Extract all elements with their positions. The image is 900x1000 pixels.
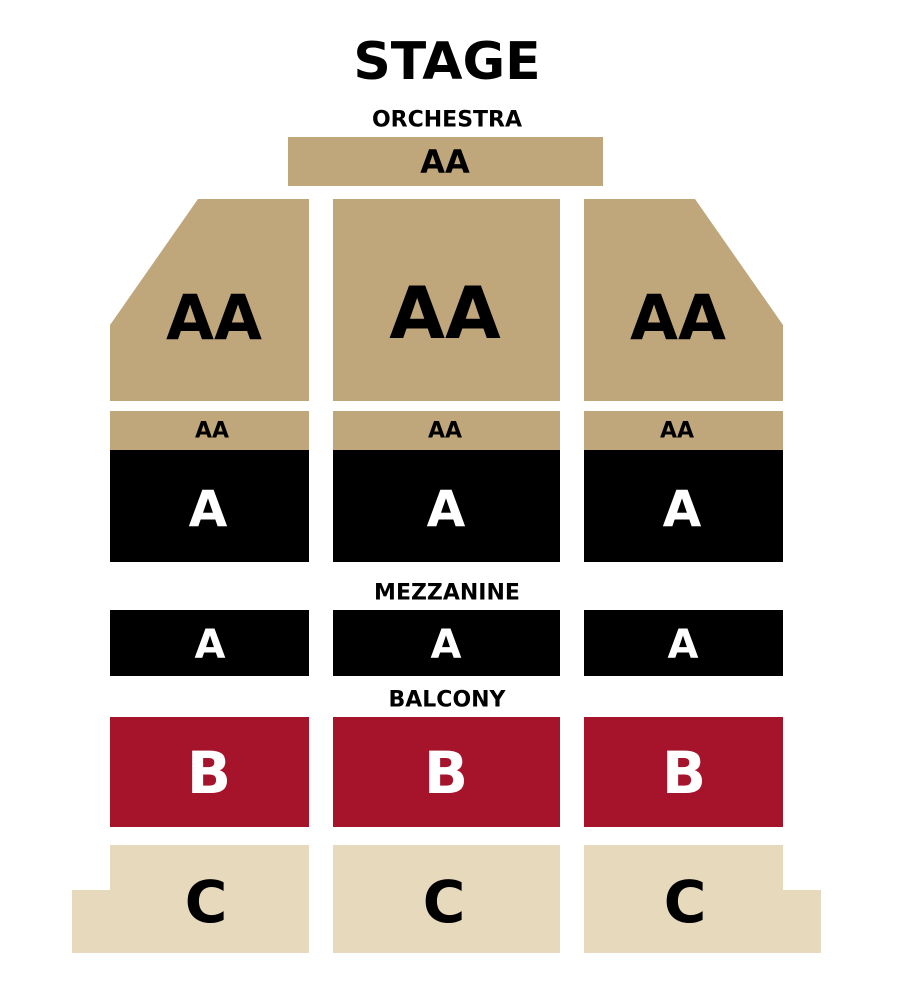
section-shape: [288, 137, 603, 186]
section-balcony-front-right[interactable]: B: [584, 717, 783, 827]
section-mezzanine-left[interactable]: A: [110, 610, 309, 676]
section-label: AA: [630, 282, 726, 355]
section-orchestra-front-row[interactable]: AA: [288, 137, 603, 186]
section-label: C: [664, 868, 707, 936]
stage-label: STAGE: [353, 32, 540, 92]
section-shape: [584, 845, 821, 953]
section-label: A: [195, 622, 226, 668]
section-shape: [110, 450, 309, 562]
section-label: A: [189, 480, 228, 538]
section-orchestra-right[interactable]: AA: [584, 199, 783, 401]
orchestra-label: ORCHESTRA: [372, 108, 522, 133]
section-mezzanine-right[interactable]: A: [584, 610, 783, 676]
section-label: A: [668, 622, 699, 668]
section-balcony-rear-left[interactable]: C: [72, 845, 309, 953]
section-orchestra-left[interactable]: AA: [110, 199, 309, 401]
section-label: B: [187, 739, 231, 807]
section-label: AA: [166, 282, 262, 355]
section-orchestra-strip-center[interactable]: AA: [333, 411, 560, 450]
balcony-label: BALCONY: [388, 688, 506, 713]
section-mezzanine-center[interactable]: A: [333, 610, 560, 676]
section-balcony-front-center[interactable]: B: [333, 717, 560, 827]
section-orchestra-rear-center[interactable]: A: [333, 450, 560, 562]
section-label: A: [431, 622, 462, 668]
section-shape: [584, 199, 783, 401]
section-label: AA: [428, 419, 462, 444]
section-shape: [110, 717, 309, 827]
section-shape: [333, 717, 560, 827]
section-shape: [333, 199, 560, 401]
section-shape: [110, 199, 309, 401]
section-orchestra-center[interactable]: AA: [333, 199, 560, 401]
section-shape: [333, 450, 560, 562]
section-shape: [110, 610, 309, 676]
section-shape: [333, 610, 560, 676]
section-label: B: [662, 739, 706, 807]
section-shape: [333, 845, 560, 953]
section-label: AA: [389, 271, 501, 355]
section-label: B: [424, 739, 468, 807]
section-shape: [584, 411, 783, 450]
section-label: AA: [660, 419, 694, 444]
section-shape: [584, 610, 783, 676]
section-label: A: [663, 480, 702, 538]
section-orchestra-rear-right[interactable]: A: [584, 450, 783, 562]
section-label: C: [185, 868, 228, 936]
section-label: A: [427, 480, 466, 538]
section-balcony-front-left[interactable]: B: [110, 717, 309, 827]
section-orchestra-strip-right[interactable]: AA: [584, 411, 783, 450]
section-label: AA: [195, 419, 229, 444]
section-label: AA: [420, 143, 470, 181]
section-orchestra-strip-left[interactable]: AA: [110, 411, 309, 450]
section-balcony-rear-center[interactable]: C: [333, 845, 560, 953]
mezzanine-label: MEZZANINE: [374, 581, 520, 606]
section-shape: [584, 717, 783, 827]
section-label: C: [423, 868, 466, 936]
section-shape: [584, 450, 783, 562]
section-shape: [110, 411, 309, 450]
section-shape: [333, 411, 560, 450]
section-balcony-rear-right[interactable]: C: [584, 845, 821, 953]
section-shape: [72, 845, 309, 953]
section-orchestra-rear-left[interactable]: A: [110, 450, 309, 562]
